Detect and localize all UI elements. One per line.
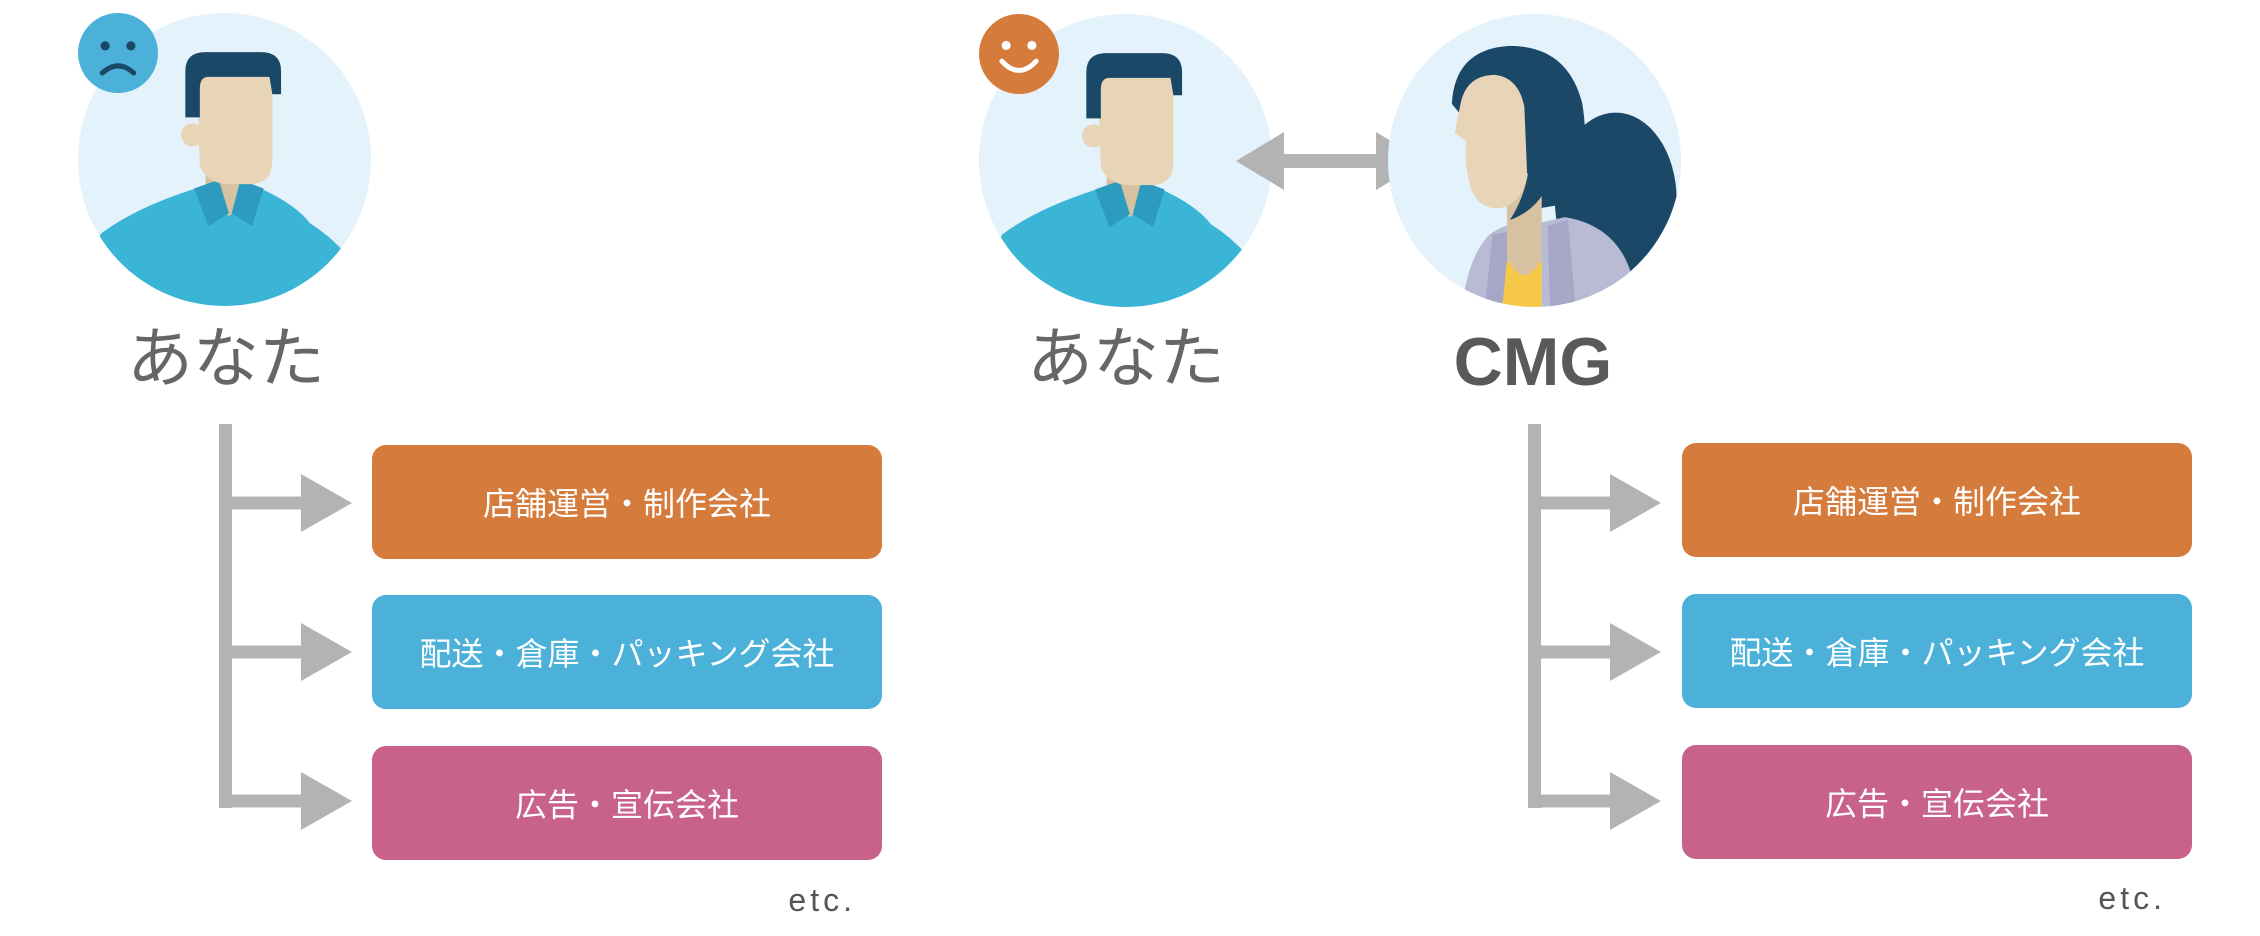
man-avatar-icon — [979, 14, 1272, 307]
ear — [1081, 124, 1106, 148]
company-label: 配送・倉庫・パッキング会社 — [1729, 634, 2145, 672]
right-eye — [1027, 40, 1037, 50]
company-box-advertising: 広告・宣伝会社 — [1682, 745, 2192, 859]
right-eye — [126, 41, 136, 51]
arrow-head-icon — [1610, 772, 1661, 830]
collar-right — [1132, 180, 1165, 228]
company-label: 配送・倉庫・パッキング会社 — [419, 635, 835, 673]
branch-connector — [215, 420, 355, 835]
happy-face-icon — [979, 14, 1059, 94]
trunk-line — [1528, 424, 1541, 808]
shirt — [979, 189, 1272, 307]
hair — [185, 52, 282, 118]
woman-avatar-icon — [1388, 14, 1681, 307]
company-box-advertising: 広告・宣伝会社 — [372, 746, 882, 860]
arrow-head-icon — [301, 623, 352, 681]
branch-shaft — [219, 496, 307, 510]
shirt — [78, 188, 371, 306]
collar-left — [194, 179, 229, 227]
ear — [180, 123, 205, 147]
face — [196, 76, 273, 185]
etc-label: etc. — [2098, 880, 2166, 916]
left-eye — [1001, 40, 1011, 50]
company-box-logistics: 配送・倉庫・パッキング会社 — [1682, 594, 2192, 708]
collar-left — [1095, 180, 1130, 228]
arrow-head-left — [1236, 132, 1284, 190]
arrow-head-icon — [301, 772, 352, 830]
arrow-head-icon — [301, 474, 352, 532]
arrow-head-icon — [1610, 623, 1661, 681]
trunk-line — [219, 424, 232, 808]
person-label-you: あなた — [127, 320, 325, 397]
badge-circle — [78, 13, 158, 93]
face — [1097, 77, 1174, 186]
arrow-shaft — [1276, 154, 1384, 168]
company-label: 広告・宣伝会社 — [514, 786, 739, 824]
lapel-right — [1547, 219, 1577, 307]
company-label: 店舗運営・制作会社 — [1792, 483, 2081, 521]
company-label: 店舗運営・制作会社 — [482, 485, 771, 523]
company-label: 広告・宣伝会社 — [1824, 785, 2049, 823]
frown-mouth — [99, 63, 137, 76]
company-box-store-operation: 店舗運営・制作会社 — [1682, 443, 2192, 557]
branch-shaft — [1528, 645, 1616, 659]
branch-shaft — [1528, 496, 1616, 510]
branch-shaft — [1528, 794, 1616, 808]
sad-face-icon — [78, 13, 158, 93]
face — [1454, 74, 1528, 209]
badge-circle — [979, 14, 1059, 94]
company-box-logistics: 配送・倉庫・パッキング会社 — [372, 595, 882, 709]
arrow-head-icon — [1610, 474, 1661, 532]
connector-arrows — [1528, 424, 1661, 830]
hair — [1086, 53, 1183, 119]
collar-right — [231, 179, 264, 227]
hair-fringe — [1477, 60, 1557, 220]
connector-arrows — [219, 424, 352, 830]
person-label-you: あなた — [1027, 320, 1225, 397]
man-avatar-icon — [78, 13, 371, 306]
company-box-store-operation: 店舗運営・制作会社 — [372, 445, 882, 559]
left-eye — [100, 41, 110, 51]
branch-connector — [1524, 420, 1664, 835]
smile-mouth — [999, 58, 1039, 73]
branch-shaft — [219, 794, 307, 808]
partner-label-cmg: CMG — [1453, 324, 1613, 400]
etc-label: etc. — [788, 882, 856, 918]
branch-shaft — [219, 645, 307, 659]
lapel-left — [1483, 231, 1510, 307]
